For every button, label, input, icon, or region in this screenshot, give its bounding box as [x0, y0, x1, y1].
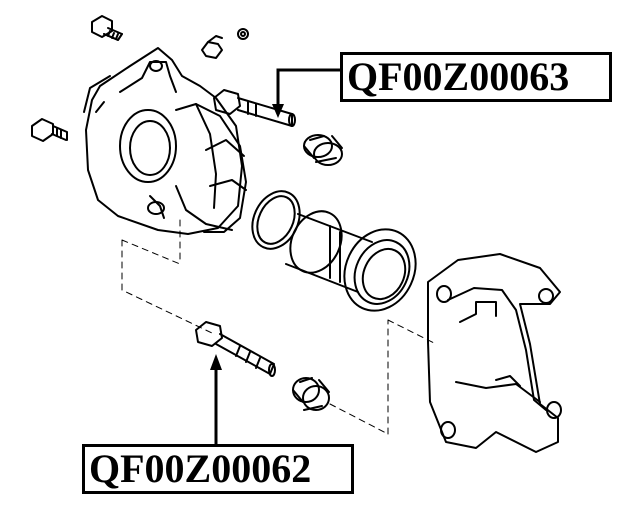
mounting-bolt-left — [31, 118, 68, 142]
part-number-label-lower-pin: QF00Z00062 — [82, 444, 354, 494]
piston-seal — [251, 190, 301, 250]
part-number-label-upper-pin: QF00Z00063 — [340, 52, 612, 102]
arrow-upper — [272, 104, 284, 118]
guide-pin-lower — [195, 321, 276, 377]
caliper-bracket — [427, 253, 562, 453]
caliper-piston — [285, 210, 417, 312]
guide-pin-upper — [213, 89, 296, 127]
alignment-lines — [121, 219, 437, 435]
bleeder-screw — [201, 28, 249, 59]
pin-boot-lower — [292, 377, 330, 411]
pin-boot-upper — [303, 134, 343, 166]
arrow-lower — [210, 354, 222, 370]
bleeder-bolt-top — [91, 15, 123, 41]
caliper-body — [83, 47, 247, 235]
leader-upper — [276, 68, 340, 112]
